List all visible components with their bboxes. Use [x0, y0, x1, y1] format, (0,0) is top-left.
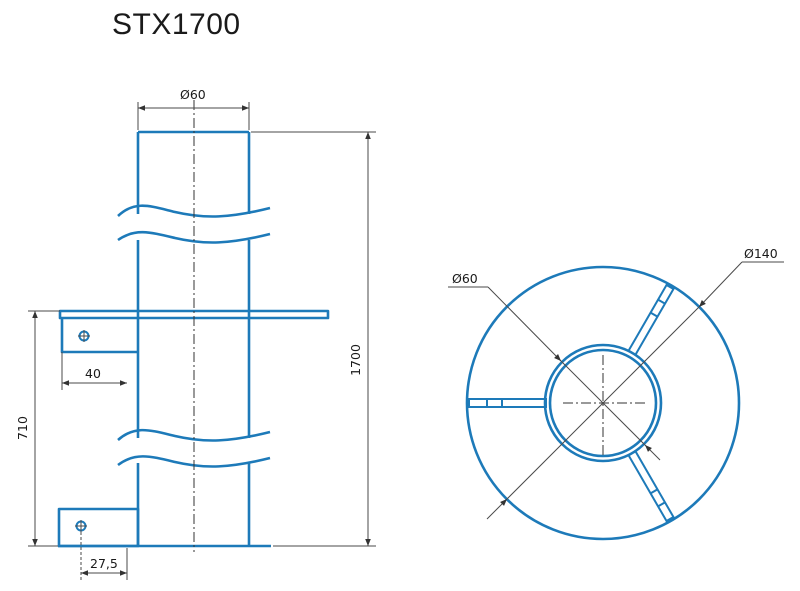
drawing-title: STX1700 [112, 8, 241, 41]
lower-bracket-offset-label: 27,5 [90, 556, 118, 571]
dim-outer-diameter: Ø140 [486, 246, 784, 520]
upper-bracket [60, 318, 138, 354]
dim-inner-diameter: Ø60 [448, 271, 661, 461]
pipe-diameter-label: Ø60 [180, 87, 206, 102]
dim-pipe-diameter: Ø60 [137, 87, 250, 130]
spoke-lower-right [627, 449, 675, 523]
inner-diameter-label: Ø60 [452, 271, 478, 286]
dim-bracket-offset: 40 [61, 352, 127, 390]
outer-ring [465, 265, 741, 541]
bracket-offset-label: 40 [85, 366, 101, 381]
pipe-inner-circle [548, 348, 658, 458]
dim-lower-bracket-offset: 27,5 [80, 532, 128, 580]
outer-diameter-label: Ø140 [744, 246, 778, 261]
spoke-upper-right [627, 283, 675, 357]
break-lines [117, 204, 271, 468]
top-view: Ø60 Ø140 [448, 246, 784, 541]
dim-bracket-height: 710 [15, 310, 60, 547]
bracket-height-label: 710 [15, 416, 30, 440]
lower-bracket [57, 507, 140, 548]
dim-total-height: 1700 [251, 131, 376, 547]
total-height-label: 1700 [348, 344, 363, 376]
spoke-left [468, 398, 547, 408]
side-view: Ø60 1700 710 40 27,5 [15, 87, 376, 580]
pipe-body [58, 130, 271, 548]
